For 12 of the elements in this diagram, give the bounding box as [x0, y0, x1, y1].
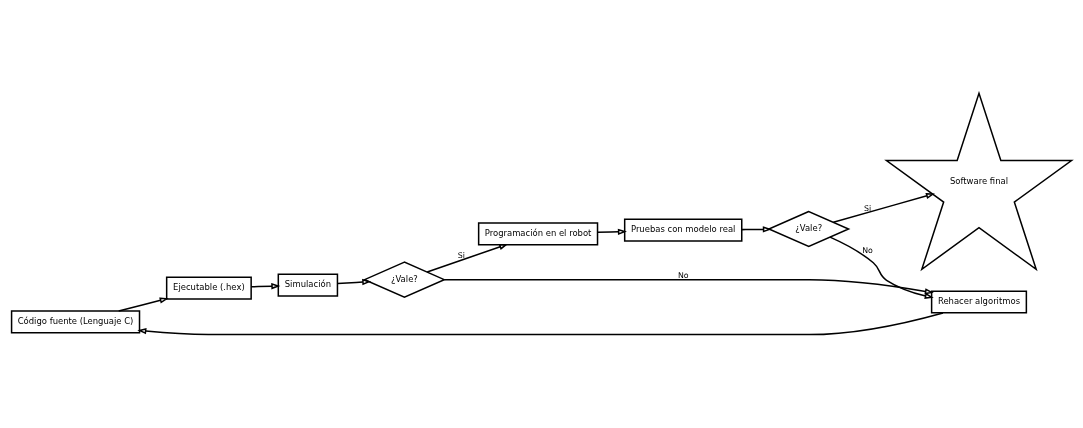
arrow: [596, 228, 627, 235]
arrow: [137, 312, 944, 336]
node-box: Código fuente (Lenguaje C): [10, 310, 141, 334]
node-box: Ejecutable (.hex): [165, 276, 252, 300]
arrow: [336, 278, 372, 286]
node-box: Programación en el robot: [477, 222, 599, 246]
node-box: Pruebas con modelo real: [623, 218, 743, 242]
arrow: [832, 192, 935, 223]
node-box: Simulación: [277, 273, 339, 297]
node-diamond: ¿Vale?: [767, 210, 851, 248]
arrow: [250, 283, 281, 290]
node-box: Rehacer algoritmos: [930, 290, 1028, 314]
